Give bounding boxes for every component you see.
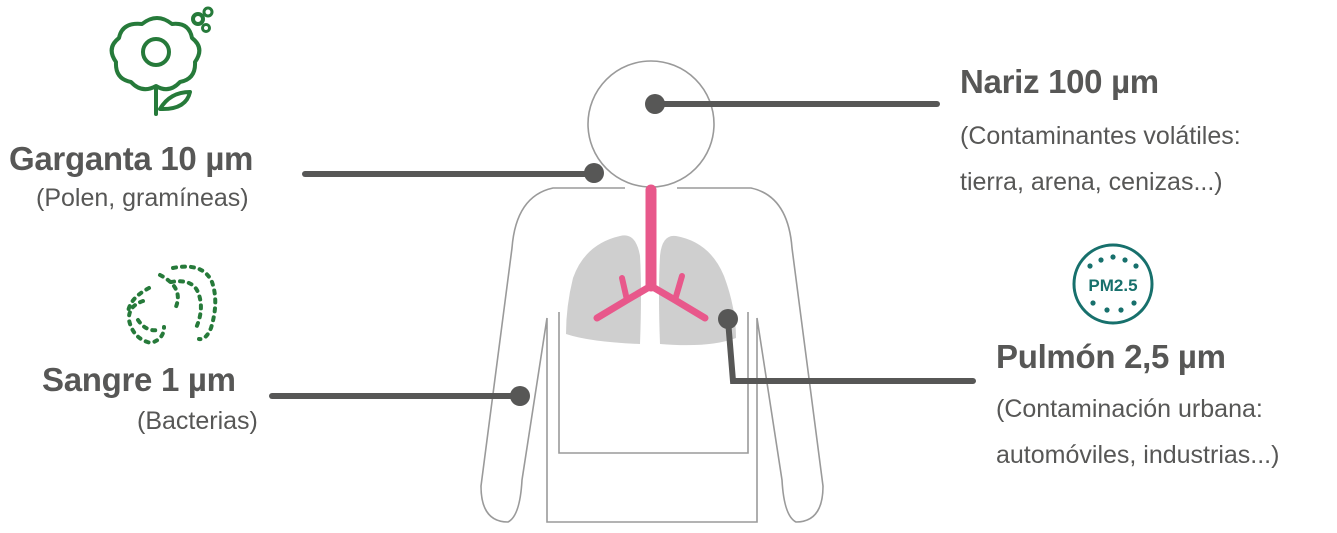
garganta-title: Garganta 10 µm xyxy=(9,139,253,179)
nariz-desc-line1: (Contaminantes volátiles: xyxy=(960,121,1241,151)
pulmon-dot xyxy=(718,309,738,329)
pulmon-desc-line1: (Contaminación urbana: xyxy=(996,394,1263,424)
nariz-title: Nariz 100 µm xyxy=(960,62,1159,102)
nariz-desc-line2: tierra, arena, cenizas...) xyxy=(960,167,1223,197)
pulmon-desc-line2: automóviles, industrias...) xyxy=(996,440,1279,470)
human-body xyxy=(481,61,823,522)
pulmon-title: Pulmón 2,5 µm xyxy=(996,337,1226,377)
sangre-title: Sangre 1 µm xyxy=(42,360,236,400)
head-outline xyxy=(588,61,714,187)
sangre-dot xyxy=(510,386,530,406)
bacteria-icon xyxy=(128,267,215,343)
pm25-icon: PM2.5 xyxy=(1074,245,1152,323)
nariz-dot xyxy=(645,94,665,114)
garganta-dot xyxy=(584,163,604,183)
sangre-desc: (Bacterias) xyxy=(137,406,258,436)
flower-icon xyxy=(112,8,212,114)
pm25-label: PM2.5 xyxy=(1088,276,1137,295)
left-lung xyxy=(566,235,641,344)
garganta-desc: (Polen, gramíneas) xyxy=(36,183,249,213)
right-lung xyxy=(659,236,736,345)
